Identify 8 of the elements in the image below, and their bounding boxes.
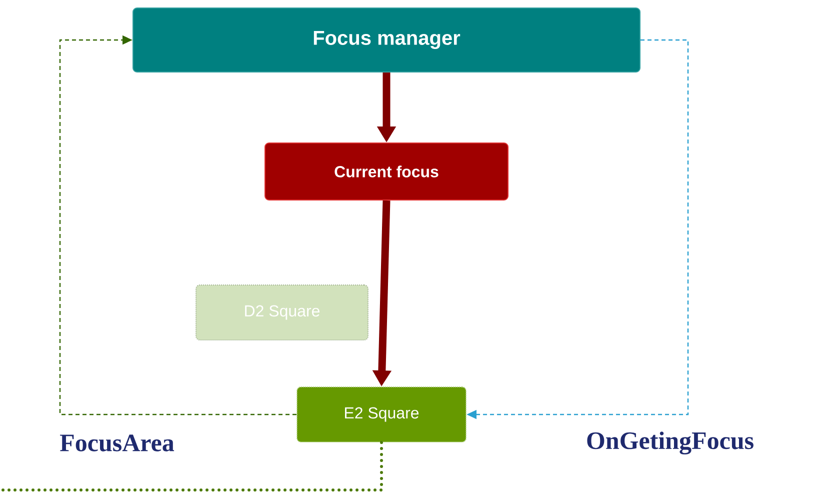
arrow bbox=[59, 35, 296, 416]
annotation-label: OnGetingFocus bbox=[587, 432, 754, 454]
process-box: Current focus bbox=[264, 142, 508, 200]
annotation-label: FocusArea bbox=[60, 434, 174, 452]
connector-line bbox=[0, 441, 383, 492]
process-box: D2 Square bbox=[196, 284, 368, 340]
process-box: E2 Square bbox=[296, 386, 466, 442]
process-box: Focus manager bbox=[132, 8, 640, 72]
